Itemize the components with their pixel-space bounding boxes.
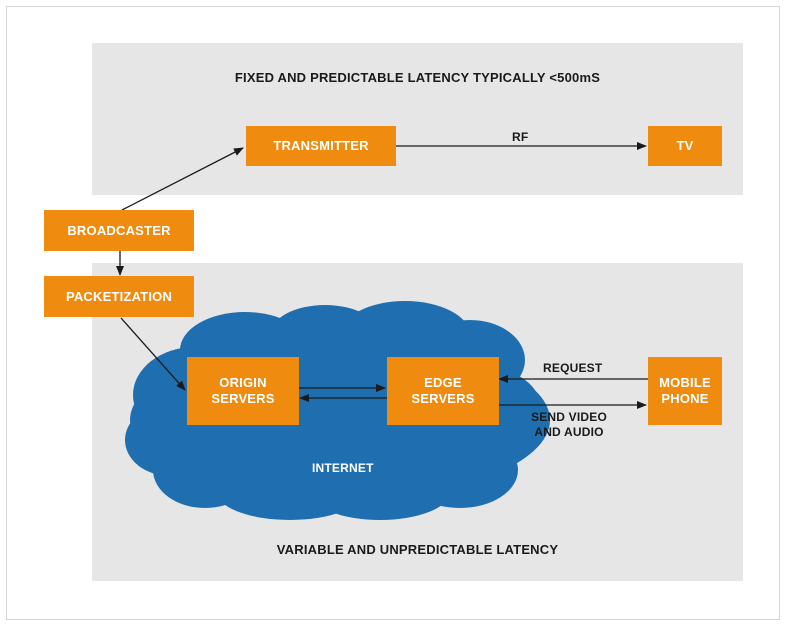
- tv-box: TV: [648, 126, 722, 166]
- fixed-latency-caption: FIXED AND PREDICTABLE LATENCY TYPICALLY …: [234, 70, 601, 85]
- transmitter-label: TRANSMITTER: [273, 138, 369, 153]
- tv-label: TV: [676, 138, 694, 153]
- broadcaster-box: BROADCASTER: [44, 210, 194, 251]
- arrow-broadcaster-to-transmitter: [121, 147, 244, 211]
- origin-servers-box: ORIGIN SERVERS: [187, 357, 299, 425]
- packetization-label: PACKETIZATION: [65, 288, 173, 304]
- broadcaster-label: BROADCASTER: [67, 222, 171, 238]
- arrow-packetization-to-origin: [120, 317, 186, 391]
- origin-servers-label: ORIGIN SERVERS: [211, 375, 275, 406]
- internet-cloud: [125, 301, 550, 520]
- packetization-box: PACKETIZATION: [44, 276, 194, 317]
- edge-servers-box: EDGE SERVERS: [387, 357, 499, 425]
- internet-label: INTERNET: [312, 461, 374, 475]
- edge-servers-label: EDGE SERVERS: [411, 375, 475, 406]
- rf-label: RF: [512, 130, 529, 144]
- mobile-phone-box: MOBILE PHONE: [648, 357, 722, 425]
- mobile-phone-label: MOBILE PHONE: [659, 375, 711, 406]
- request-label: REQUEST: [543, 361, 603, 375]
- diagram-frame: [6, 6, 780, 620]
- variable-latency-caption: VARIABLE AND UNPREDICTABLE LATENCY: [276, 542, 559, 557]
- transmitter-box: TRANSMITTER: [246, 126, 396, 166]
- send-video-label: SEND VIDEO AND AUDIO: [531, 410, 608, 439]
